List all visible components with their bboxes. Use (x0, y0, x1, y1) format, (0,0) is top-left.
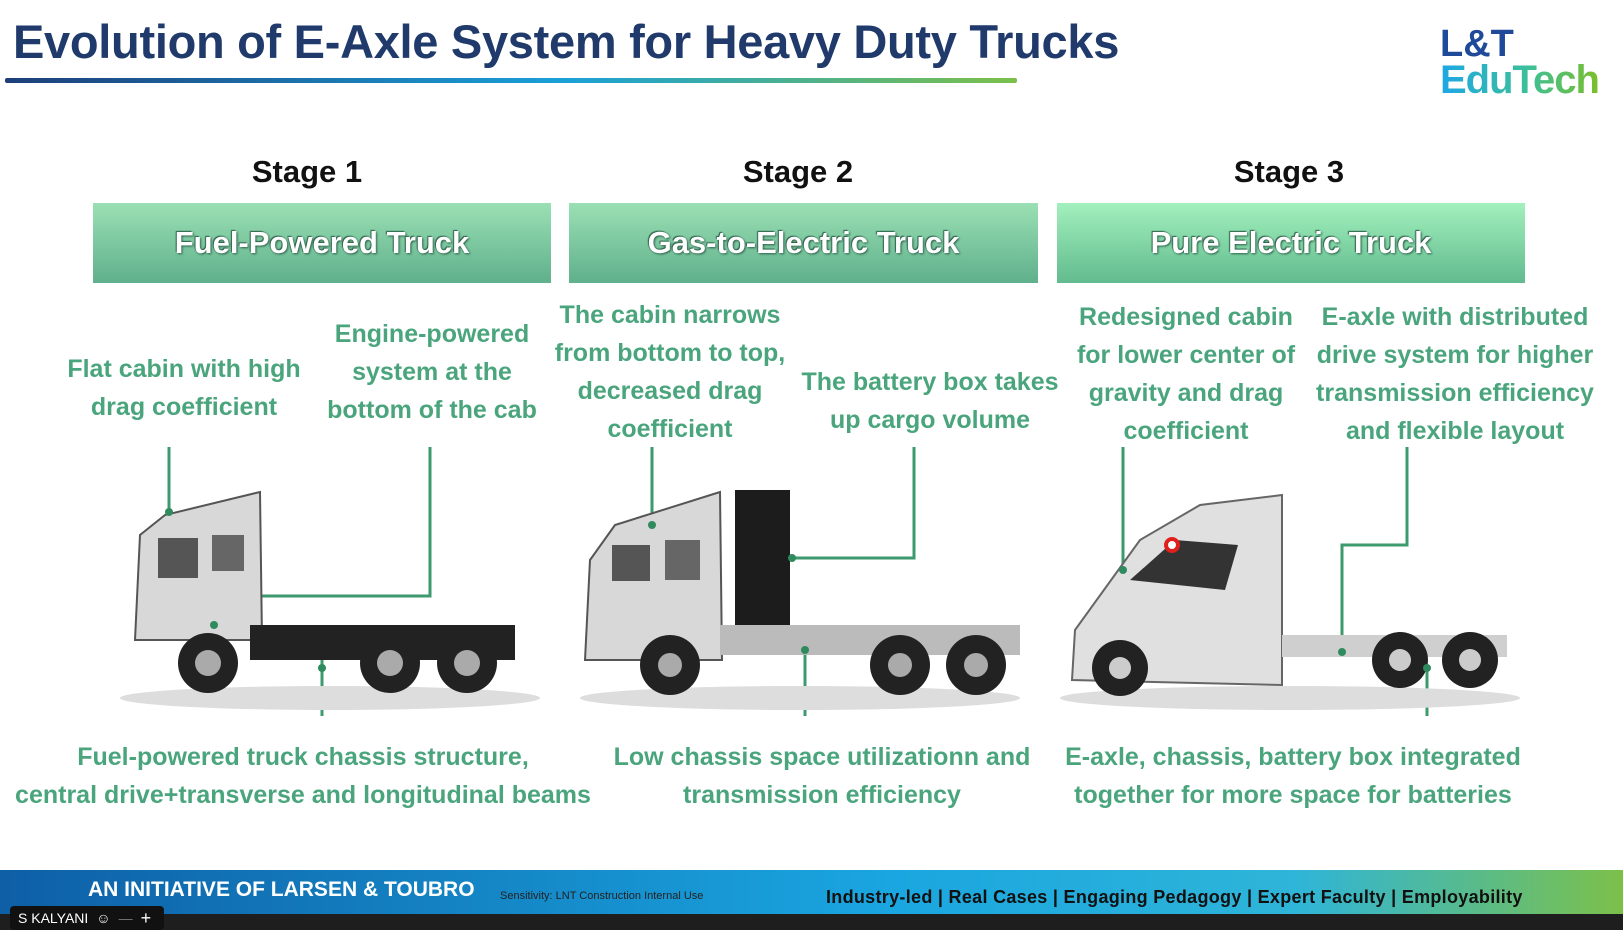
annotation-e-axle: E-axle with distributed drive system for… (1316, 303, 1594, 445)
stage-3-label: Stage 3 (1233, 154, 1345, 189)
annotation-dots (165, 508, 1431, 672)
annotation-battery-box: The battery box takes up cargo volume (801, 368, 1059, 434)
footer-bar (0, 870, 1623, 917)
annotation-cabin-narrows: The cabin narrows from bottom to top, de… (554, 301, 786, 443)
annotation-flat-cabin: Flat cabin with high drag coefficient (67, 355, 301, 421)
footer-initiative: AN INITIATIVE OF LARSEN & TOUBRO (88, 878, 475, 901)
stage-3-banner: Pure Electric Truck (1057, 203, 1525, 283)
participant-help-icon[interactable]: ☺ (96, 910, 111, 926)
page-title: Evolution of E-Axle System for Heavy Dut… (13, 15, 1120, 68)
sensitivity-label: Sensitivity: LNT Construction Internal U… (500, 890, 704, 902)
stage-3-summary: E-axle, chassis, battery box integrated … (1065, 743, 1521, 809)
annotation-engine-system: Engine-powered system at the bottom of t… (327, 320, 537, 424)
plus-icon[interactable]: + (140, 907, 152, 928)
laser-pointer-dot (1164, 537, 1180, 553)
truck-stage-2 (580, 490, 1020, 710)
truck-stage-1 (120, 490, 540, 710)
footer-tagline: Industry-led | Real Cases | Engaging Ped… (826, 887, 1523, 907)
annotation-redesigned-cabin: Redesigned cabin for lower center of gra… (1076, 303, 1296, 445)
title-underline (5, 78, 1017, 83)
stage-2-banner: Gas-to-Electric Truck (569, 203, 1038, 283)
minimize-icon[interactable]: — (118, 910, 133, 926)
lt-edutech-logo: L&T EduTech (1440, 23, 1600, 102)
truck-stage-3 (1060, 493, 1520, 710)
logo-line2: EduTech (1440, 58, 1600, 102)
logo-line1: L&T (1440, 23, 1514, 65)
stage-1-banner: Fuel-Powered Truck (93, 203, 551, 283)
participant-name: S KALYANI (18, 910, 89, 926)
stage-1-summary: Fuel-powered truck chassis structure, ce… (15, 743, 591, 809)
stage-2-label: Stage 2 (742, 154, 854, 189)
meeting-bar (0, 914, 1623, 930)
stage-2-summary: Low chassis space utilizationn and trans… (613, 743, 1031, 809)
participant-tag: S KALYANI ☺ — + (10, 906, 164, 930)
stage-1-label: Stage 1 (251, 154, 363, 189)
